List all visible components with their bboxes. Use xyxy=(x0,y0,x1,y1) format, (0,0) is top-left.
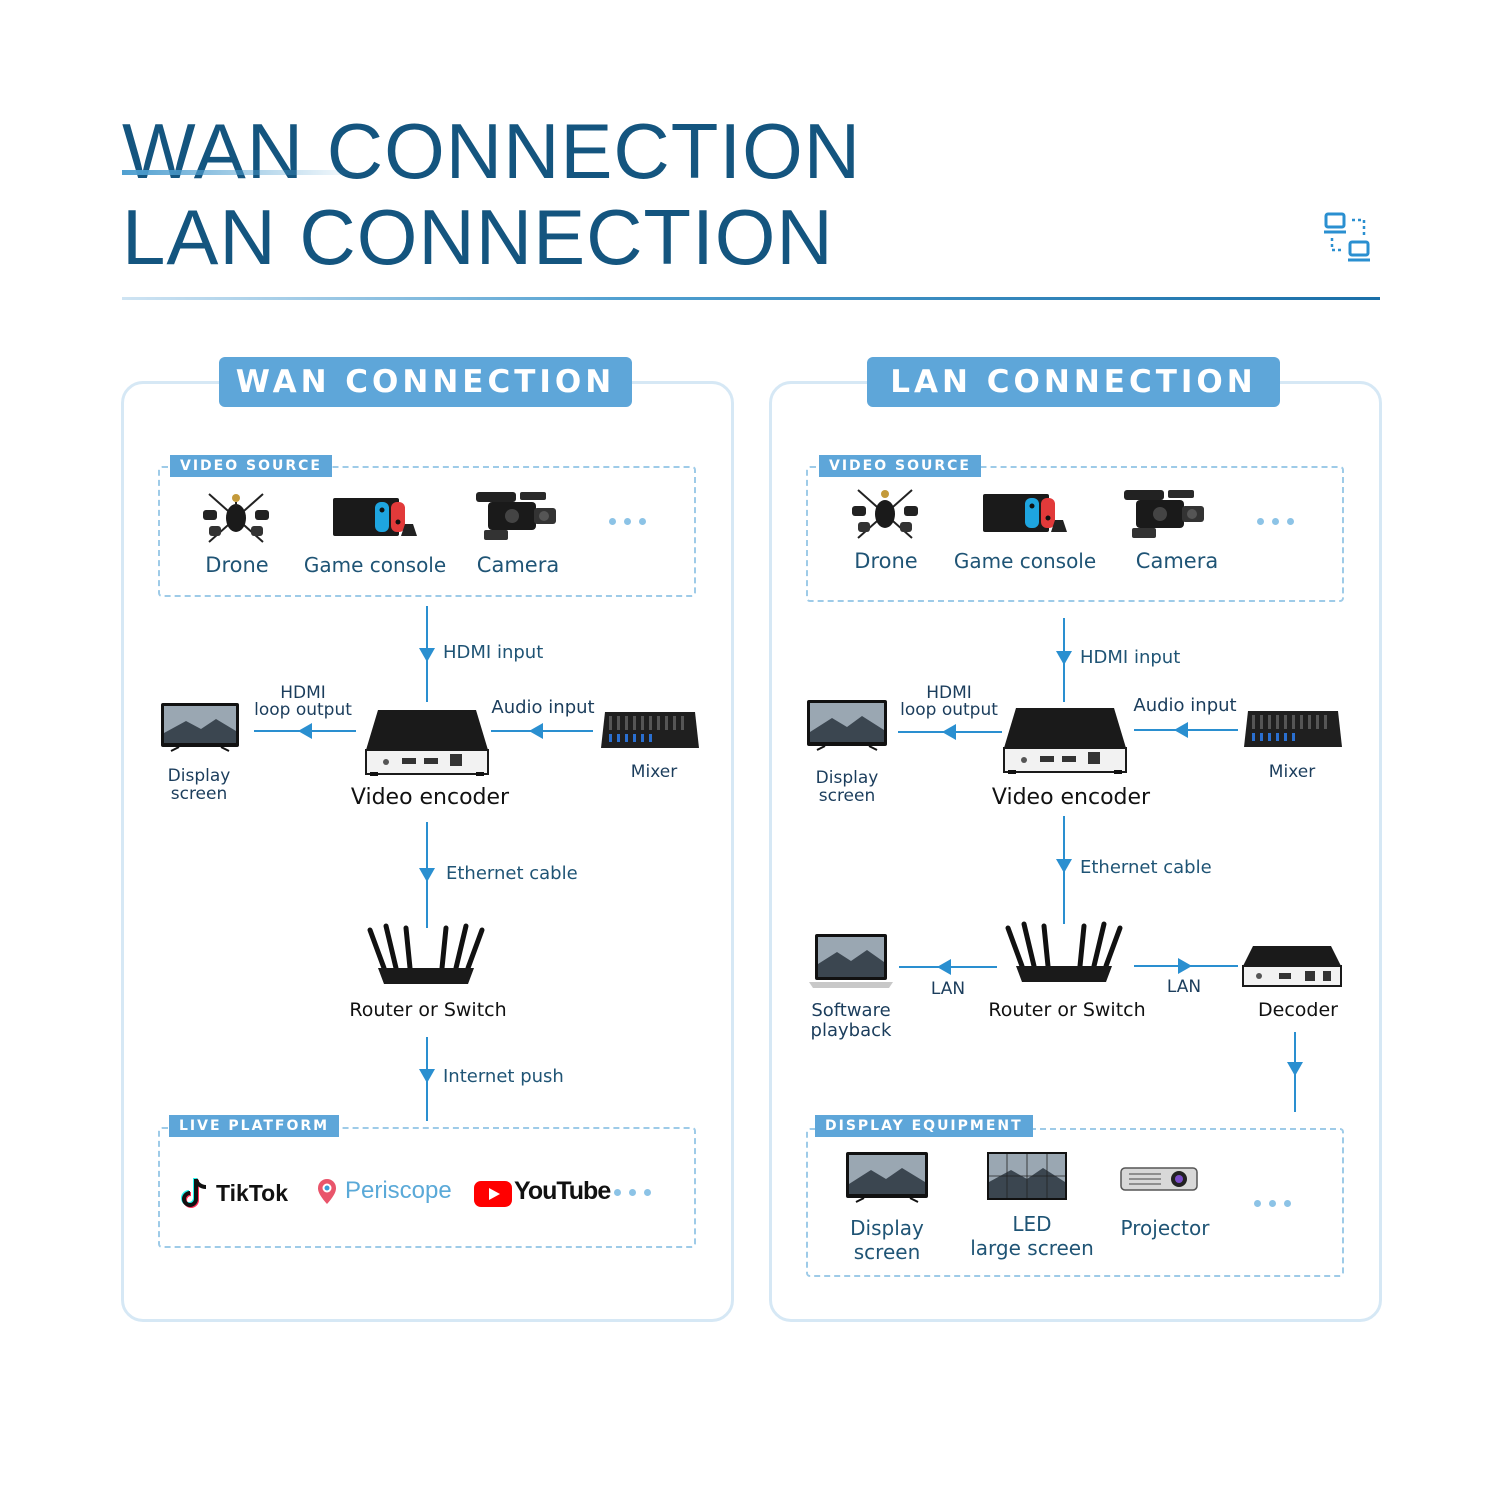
lan-decoder-to-display-arrow xyxy=(1287,1032,1303,1112)
wan-live-platform-tag: LIVE PLATFORM xyxy=(169,1115,340,1137)
network-computers-icon xyxy=(1324,212,1370,262)
lan-equipment-more-dots xyxy=(1254,1200,1291,1207)
tiktok-label: TikTok xyxy=(216,1180,288,1206)
decoder-icon xyxy=(1242,946,1342,987)
lan-software-label-2: playback xyxy=(810,1020,892,1041)
wan-encoder-label: Video encoder xyxy=(350,785,510,810)
lan-video-source-group xyxy=(806,466,1344,602)
camera-icon xyxy=(1124,490,1204,538)
wan-hdmi-loop-label-1: HDMI xyxy=(280,683,326,703)
wan-display-label-1: Display xyxy=(167,766,231,786)
lan-hdmi-loop-label-2: loop output xyxy=(900,700,998,720)
wan-ethernet-arrow xyxy=(419,822,435,928)
wan-video-source-tag: VIDEO SOURCE xyxy=(170,455,332,477)
tiktok-icon xyxy=(181,1178,207,1208)
title-lan: LAN CONNECTION xyxy=(122,193,834,281)
wan-display-label-2: screen xyxy=(170,784,228,804)
lan-left-label: LAN xyxy=(930,979,966,999)
wan-video-source-group xyxy=(158,466,696,597)
wan-hdmi-input-arrow xyxy=(419,606,435,702)
lan-right-arrow xyxy=(1134,958,1238,974)
title-divider xyxy=(122,297,1380,300)
wan-ethernet-label: Ethernet cable xyxy=(446,863,578,884)
lan-hdmi-input-arrow xyxy=(1056,618,1072,702)
lan-audio-input-label: Audio input xyxy=(1133,695,1237,716)
wan-panel-header: WAN CONNECTION xyxy=(219,357,632,407)
display-screen-icon xyxy=(161,703,239,752)
router-icon xyxy=(1005,921,1123,982)
wan-internet-push-arrow xyxy=(419,1037,435,1121)
lan-equipment-led-label-1: LED xyxy=(1012,1212,1052,1236)
wan-mixer-label: Mixer xyxy=(630,762,678,782)
wan-hdmi-loop-label-2: loop output xyxy=(254,700,352,720)
led-screen-icon xyxy=(987,1152,1067,1200)
video-encoder-icon xyxy=(365,710,489,776)
lan-display-equipment-tag: DISPLAY EQUIPMENT xyxy=(815,1115,1033,1137)
video-encoder-icon xyxy=(1003,708,1127,774)
lan-source-more-dots xyxy=(1257,518,1294,525)
lan-equipment-led-label-2: large screen xyxy=(970,1236,1094,1260)
lan-source-camera-label: Camera xyxy=(1135,549,1219,573)
wan-hdmi-loop-arrow xyxy=(254,723,356,739)
lan-video-source-tag: VIDEO SOURCE xyxy=(819,455,981,477)
lan-ethernet-arrow xyxy=(1056,816,1072,924)
lan-decoder-label: Decoder xyxy=(1258,999,1338,1021)
lan-panel-header: LAN CONNECTION xyxy=(867,357,1280,407)
mixer-icon xyxy=(1244,711,1342,747)
lan-left-arrow xyxy=(899,959,997,975)
lan-software-label-1: Software xyxy=(811,1000,891,1021)
wan-source-game-console-label: Game console xyxy=(303,553,447,577)
lan-router-label: Router or Switch xyxy=(988,999,1146,1021)
wan-source-drone-label: Drone xyxy=(205,553,269,577)
drone-icon xyxy=(852,489,918,539)
display-screen-icon xyxy=(846,1152,928,1203)
lan-hdmi-loop-arrow xyxy=(898,724,1002,740)
mixer-icon xyxy=(601,712,699,748)
lan-source-game-console-label: Game console xyxy=(953,549,1097,573)
game-console-icon xyxy=(983,494,1067,532)
wan-source-camera-label: Camera xyxy=(476,553,560,577)
drone-icon xyxy=(203,493,269,543)
lan-ethernet-label: Ethernet cable xyxy=(1080,857,1212,878)
projector-icon xyxy=(1120,1167,1198,1191)
wan-hdmi-input-label: HDMI input xyxy=(443,642,544,663)
display-screen-icon xyxy=(807,700,887,751)
laptop-icon xyxy=(809,934,893,988)
router-icon xyxy=(367,923,485,984)
lan-hdmi-loop-label-1: HDMI xyxy=(926,683,972,703)
wan-internet-push-label: Internet push xyxy=(443,1066,564,1087)
lan-equipment-projector-label: Projector xyxy=(1120,1216,1210,1240)
wan-platform-more-dots xyxy=(614,1189,651,1196)
lan-equipment-display-label-2: screen xyxy=(853,1240,921,1264)
wan-live-platform-group xyxy=(158,1127,696,1248)
periscope-label: Periscope xyxy=(345,1177,452,1204)
wan-audio-input-arrow xyxy=(491,723,593,739)
lan-display-label-1: Display xyxy=(815,768,879,788)
lan-hdmi-input-label: HDMI input xyxy=(1080,647,1181,668)
title-wan: WAN CONNECTION xyxy=(122,107,862,195)
lan-display-equipment-group xyxy=(806,1128,1344,1277)
lan-audio-input-arrow xyxy=(1134,722,1238,738)
lan-equipment-display-label-1: Display xyxy=(850,1216,924,1240)
camera-icon xyxy=(476,492,556,540)
wan-source-more-dots xyxy=(609,518,646,525)
title-underline-accent xyxy=(122,170,362,175)
periscope-icon xyxy=(318,1179,336,1204)
lan-display-label-2: screen xyxy=(818,786,876,806)
game-console-icon xyxy=(333,498,417,536)
lan-source-drone-label: Drone xyxy=(854,549,918,573)
lan-mixer-label: Mixer xyxy=(1268,762,1316,782)
lan-encoder-label: Video encoder xyxy=(991,785,1151,810)
youtube-label: YouTube xyxy=(514,1177,611,1205)
wan-router-label: Router or Switch xyxy=(349,999,507,1021)
youtube-icon xyxy=(474,1181,512,1207)
lan-right-label: LAN xyxy=(1166,977,1202,997)
wan-audio-input-label: Audio input xyxy=(491,697,595,718)
